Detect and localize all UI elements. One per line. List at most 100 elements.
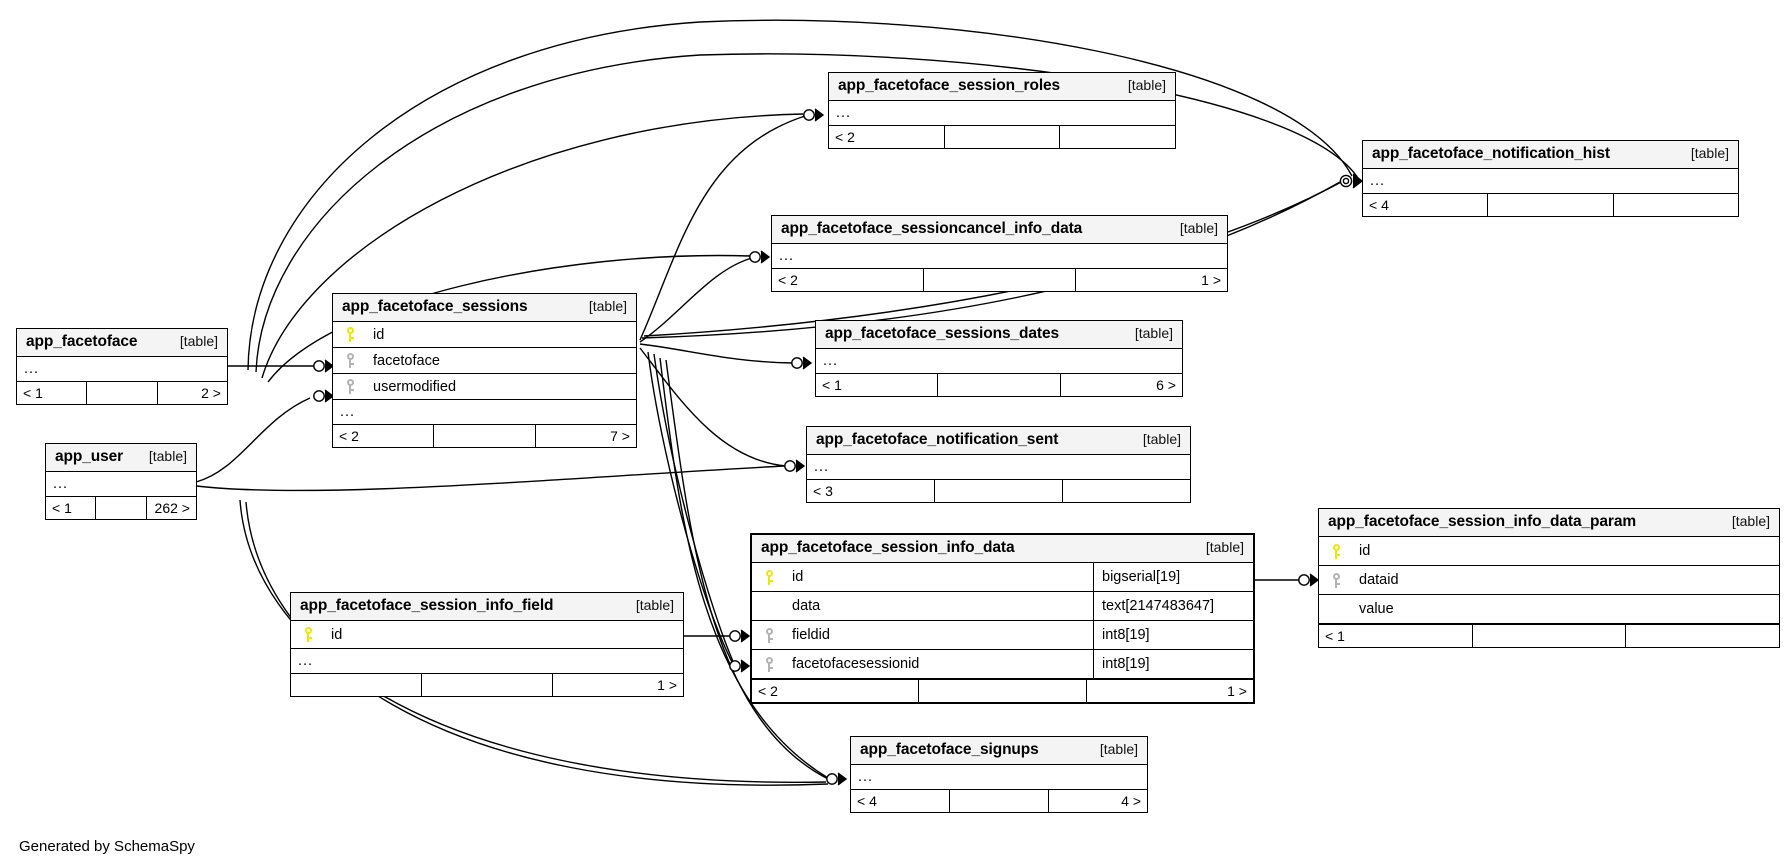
- table-app_facetoface_sessions[interactable]: app_facetoface_sessions [table] id facet…: [332, 293, 637, 448]
- column-name: id: [1359, 543, 1371, 559]
- footer-incoming-count: < 1: [46, 497, 97, 519]
- key-icon-foreign: [333, 353, 367, 368]
- table-footer: < 1 262 >: [46, 496, 196, 519]
- table-type-tag: [table]: [1690, 145, 1729, 161]
- table-app_facetoface_signups[interactable]: app_facetoface_signups [table] ... < 4 4…: [850, 736, 1148, 813]
- column-row: data text[2147483647]: [752, 592, 1253, 621]
- generated-by-credit: Generated by SchemaSpy: [19, 838, 195, 855]
- table-type-tag: [table]: [1099, 741, 1138, 757]
- table-type-tag: [table]: [1731, 513, 1770, 529]
- table-footer: 1 >: [291, 673, 683, 696]
- table-app_facetoface[interactable]: app_facetoface [table] ... < 1 2 >: [16, 328, 228, 405]
- column-row: usermodified: [333, 374, 636, 400]
- footer-middle: [1473, 625, 1627, 647]
- table-footer: < 2 1 >: [752, 679, 1253, 702]
- table-header: app_facetoface_session_info_data [table]: [752, 535, 1253, 563]
- columns-ellipsis: ...: [823, 353, 839, 369]
- columns-ellipsis: ...: [24, 361, 40, 377]
- table-name: app_facetoface_session_info_data: [761, 539, 1015, 556]
- table-header: app_facetoface_sessions [table]: [333, 294, 636, 322]
- key-icon-foreign: [1319, 572, 1353, 588]
- table-footer: < 1 2 >: [17, 381, 227, 404]
- footer-incoming-count: [291, 674, 422, 696]
- table-type-tag: [table]: [588, 298, 627, 314]
- column-row: id bigserial[19]: [752, 563, 1253, 592]
- footer-outgoing-count: 7 >: [610, 428, 630, 444]
- footer-incoming-count: < 2: [829, 126, 945, 148]
- table-footer: < 2: [829, 125, 1175, 148]
- column-name: dataid: [1359, 572, 1399, 588]
- footer-incoming-count: < 1: [1319, 625, 1473, 647]
- table-app_facetoface_notification_sent[interactable]: app_facetoface_notification_sent [table]…: [806, 426, 1191, 503]
- footer-middle: [422, 674, 553, 696]
- key-icon-primary: [752, 569, 786, 585]
- column-row: id: [1319, 537, 1779, 566]
- footer-outgoing-count: 1 >: [1201, 272, 1221, 288]
- footer-incoming-count: < 4: [851, 790, 950, 812]
- table-name: app_facetoface_signups: [860, 741, 1039, 758]
- footer-outgoing-count: 262 >: [154, 500, 190, 516]
- table-type-tag: [table]: [148, 448, 187, 464]
- footer-outgoing-count: [1060, 126, 1175, 148]
- table-name: app_user: [55, 448, 124, 465]
- table-name: app_facetoface_notification_hist: [1372, 145, 1610, 162]
- table-app_facetoface_sessioncancel_info_data[interactable]: app_facetoface_sessioncancel_info_data […: [771, 215, 1228, 292]
- column-name: value: [1359, 601, 1394, 617]
- key-icon-primary: [1319, 543, 1353, 559]
- key-icon-foreign: [752, 656, 786, 672]
- column-name: fieldid: [792, 627, 830, 643]
- table-name: app_facetoface_sessions: [342, 298, 528, 315]
- footer-middle: [924, 269, 1076, 291]
- columns-ellipsis: ...: [779, 248, 795, 264]
- footer-middle: [434, 425, 536, 447]
- table-header: app_facetoface_sessioncancel_info_data […: [772, 216, 1227, 244]
- table-name: app_facetoface_session_info_field: [300, 597, 554, 614]
- table-app_facetoface_session_roles[interactable]: app_facetoface_session_roles [table] ...…: [828, 72, 1176, 149]
- table-type-tag: [table]: [635, 597, 674, 613]
- table-app_facetoface_session_info_data_param[interactable]: app_facetoface_session_info_data_param […: [1318, 508, 1780, 648]
- columns-ellipsis: ...: [53, 476, 69, 492]
- footer-middle: [87, 382, 158, 404]
- table-type-tag: [table]: [1127, 77, 1166, 93]
- table-footer: < 2 1 >: [772, 268, 1227, 291]
- column-name: usermodified: [373, 378, 457, 395]
- table-header: app_facetoface [table]: [17, 329, 227, 357]
- table-name: app_facetoface_session_info_data_param: [1328, 513, 1637, 530]
- table-header: app_user [table]: [46, 444, 196, 472]
- footer-incoming-count: < 2: [752, 680, 920, 702]
- table-name: app_facetoface_notification_sent: [816, 431, 1059, 448]
- footer-outgoing-count: [1063, 480, 1190, 502]
- table-footer: < 3: [807, 479, 1190, 502]
- table-footer: < 4 4 >: [851, 789, 1147, 812]
- table-app_facetoface_sessions_dates[interactable]: app_facetoface_sessions_dates [table] ..…: [815, 320, 1183, 397]
- table-footer: < 2 7 >: [333, 424, 636, 447]
- columns-ellipsis: ...: [836, 105, 852, 121]
- table-app_facetoface_session_info_field[interactable]: app_facetoface_session_info_field [table…: [290, 592, 684, 697]
- columns-ellipsis: ...: [1370, 173, 1386, 189]
- table-type-tag: [table]: [1205, 539, 1244, 555]
- column-name: facetoface: [373, 352, 440, 369]
- footer-middle: [938, 374, 1061, 396]
- table-app_user[interactable]: app_user [table] ... < 1 262 >: [45, 443, 197, 520]
- column-name: facetofacesessionid: [792, 656, 920, 672]
- table-app_facetoface_session_info_data[interactable]: app_facetoface_session_info_data [table]…: [750, 533, 1255, 704]
- table-footer: < 1: [1319, 624, 1779, 647]
- columns-ellipsis: ...: [298, 653, 314, 669]
- column-name: id: [331, 626, 343, 643]
- footer-middle: [919, 680, 1087, 702]
- key-icon-foreign: [752, 627, 786, 643]
- footer-incoming-count: < 4: [1363, 194, 1489, 216]
- footer-outgoing-count: 2 >: [201, 385, 221, 401]
- footer-outgoing-count: [1614, 194, 1738, 216]
- footer-outgoing-count: 6 >: [1156, 377, 1176, 393]
- table-name: app_facetoface_sessions_dates: [825, 325, 1060, 342]
- table-header: app_facetoface_session_roles [table]: [829, 73, 1175, 101]
- column-name: data: [792, 598, 821, 614]
- table-header: app_facetoface_notification_sent [table]: [807, 427, 1190, 455]
- column-row: dataid: [1319, 566, 1779, 595]
- table-footer: < 4: [1363, 193, 1738, 216]
- column-type: int8[19]: [1093, 650, 1253, 678]
- table-app_facetoface_notification_hist[interactable]: app_facetoface_notification_hist [table]…: [1362, 140, 1739, 217]
- footer-incoming-count: < 2: [772, 269, 924, 291]
